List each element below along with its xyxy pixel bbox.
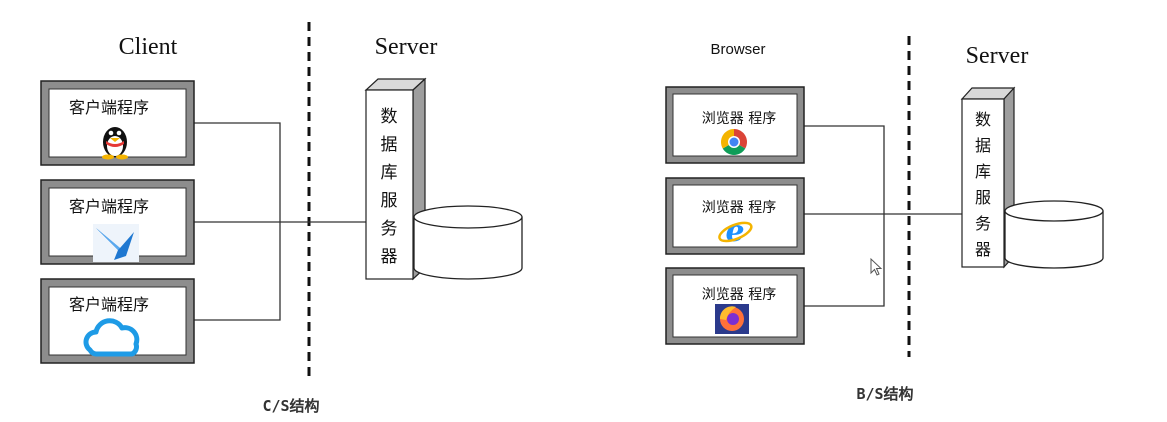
mouse-cursor-icon	[870, 257, 883, 276]
client-box-2: 客户端程序	[40, 179, 195, 265]
chrome-icon	[720, 129, 748, 156]
bs-db-char-3: 库	[975, 162, 991, 181]
cloud-icon	[83, 318, 140, 357]
cs-server-title: Server	[375, 34, 438, 60]
cs-caption: C/S结构	[262, 397, 319, 415]
client-box-2-label: 客户端程序	[69, 197, 149, 216]
client-box-1-label: 客户端程序	[69, 98, 149, 117]
firefox-icon	[715, 304, 749, 334]
cs-database-cylinder	[413, 205, 523, 280]
bs-db-char-6: 器	[975, 240, 991, 259]
bs-structure: Browser Server 浏览器 程序 浏览器 程序	[665, 36, 1104, 403]
bs-db-char-5: 务	[975, 214, 991, 233]
browser-box-1: 浏览器 程序	[665, 86, 805, 164]
browser-box-3: 浏览器 程序	[665, 267, 805, 345]
bs-server-title: Server	[966, 43, 1029, 69]
bs-connection-lines	[804, 125, 962, 307]
cs-structure: Client Server 客户端程序	[40, 22, 523, 415]
browser-box-1-label: 浏览器 程序	[702, 111, 776, 127]
svg-text:e: e	[725, 214, 744, 249]
client-box-1: 客户端程序	[40, 80, 195, 166]
client-title: Client	[119, 34, 178, 60]
bs-database-cylinder	[1004, 200, 1104, 269]
client-box-3: 客户端程序	[40, 278, 195, 364]
browser-box-2-label: 浏览器 程序	[702, 200, 776, 216]
bs-db-server: 数 据 库 服 务 器	[960, 86, 1016, 269]
client-box-3-label: 客户端程序	[69, 295, 149, 314]
browser-title: Browser	[710, 41, 765, 58]
browser-box-3-label: 浏览器 程序	[702, 287, 776, 303]
browser-box-2: 浏览器 程序 e	[665, 177, 805, 255]
bs-db-char-2: 据	[975, 136, 991, 155]
cs-db-char-3: 库	[381, 163, 398, 183]
bs-caption: B/S结构	[856, 385, 913, 403]
cs-db-char-1: 数	[381, 107, 398, 127]
swift-bird-icon	[93, 224, 139, 262]
bs-db-char-1: 数	[975, 110, 991, 129]
cs-db-char-6: 器	[381, 247, 398, 267]
ie-icon: e	[718, 214, 753, 249]
cs-connection-lines	[194, 122, 366, 321]
cs-db-char-2: 据	[381, 135, 398, 155]
qq-penguin-icon	[102, 127, 128, 160]
cs-db-char-4: 服	[381, 191, 398, 211]
cs-db-char-5: 务	[381, 219, 398, 239]
bs-db-char-4: 服	[975, 188, 991, 207]
